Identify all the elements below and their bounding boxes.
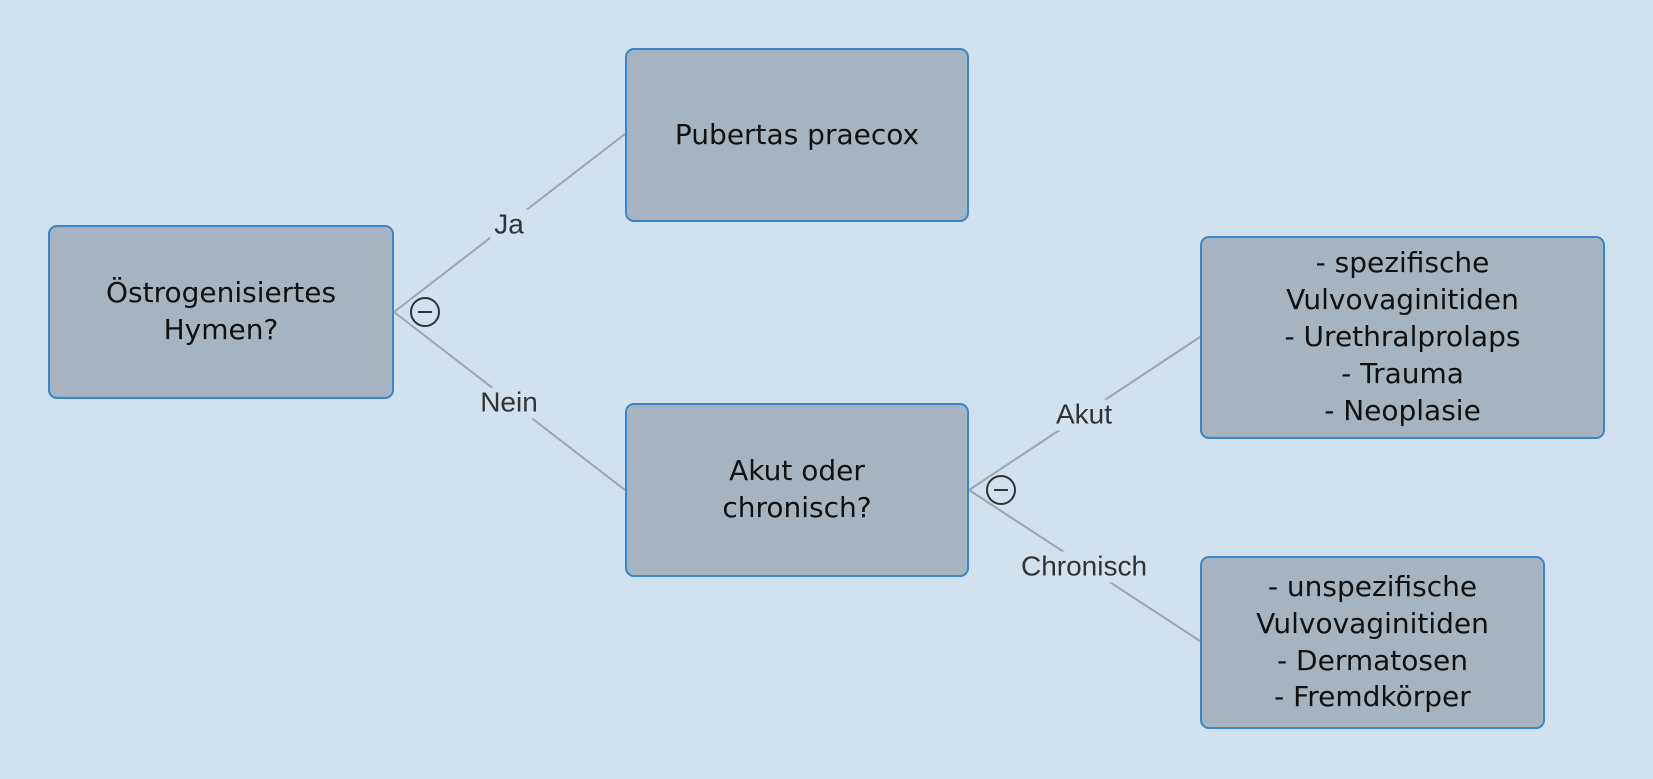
- edge-label-akut: Akut: [1051, 399, 1117, 431]
- collapse-toggle-root[interactable]: [410, 297, 440, 327]
- node-akut-result-text: - spezifische Vulvovaginitiden - Urethra…: [1284, 246, 1521, 427]
- edge-label-nein: Nein: [476, 387, 542, 419]
- collapse-toggle-akut-oder-chronisch[interactable]: [986, 475, 1016, 505]
- node-akut-oder-chronisch-text: Akut oder chronisch?: [722, 454, 872, 524]
- node-akut-result[interactable]: - spezifische Vulvovaginitiden - Urethra…: [1200, 236, 1605, 439]
- node-pubertas-praecox[interactable]: Pubertas praecox: [625, 48, 969, 222]
- node-pubertas-praecox-text: Pubertas praecox: [674, 117, 920, 151]
- edge-label-ja: Ja: [490, 209, 528, 241]
- edge-label-chronisch: Chronisch: [1016, 551, 1152, 583]
- minus-circle-icon: [418, 311, 432, 313]
- node-chronisch-result[interactable]: - unspezifische Vulvovaginitiden - Derma…: [1200, 556, 1545, 729]
- node-chronisch-result-text: - unspezifische Vulvovaginitiden - Derma…: [1256, 569, 1489, 714]
- node-root-question-text: Östrogenisiertes Hymen?: [105, 276, 337, 346]
- minus-circle-icon: [994, 489, 1008, 491]
- node-akut-oder-chronisch[interactable]: Akut oder chronisch?: [625, 403, 969, 577]
- node-root-question[interactable]: Östrogenisiertes Hymen?: [48, 225, 394, 399]
